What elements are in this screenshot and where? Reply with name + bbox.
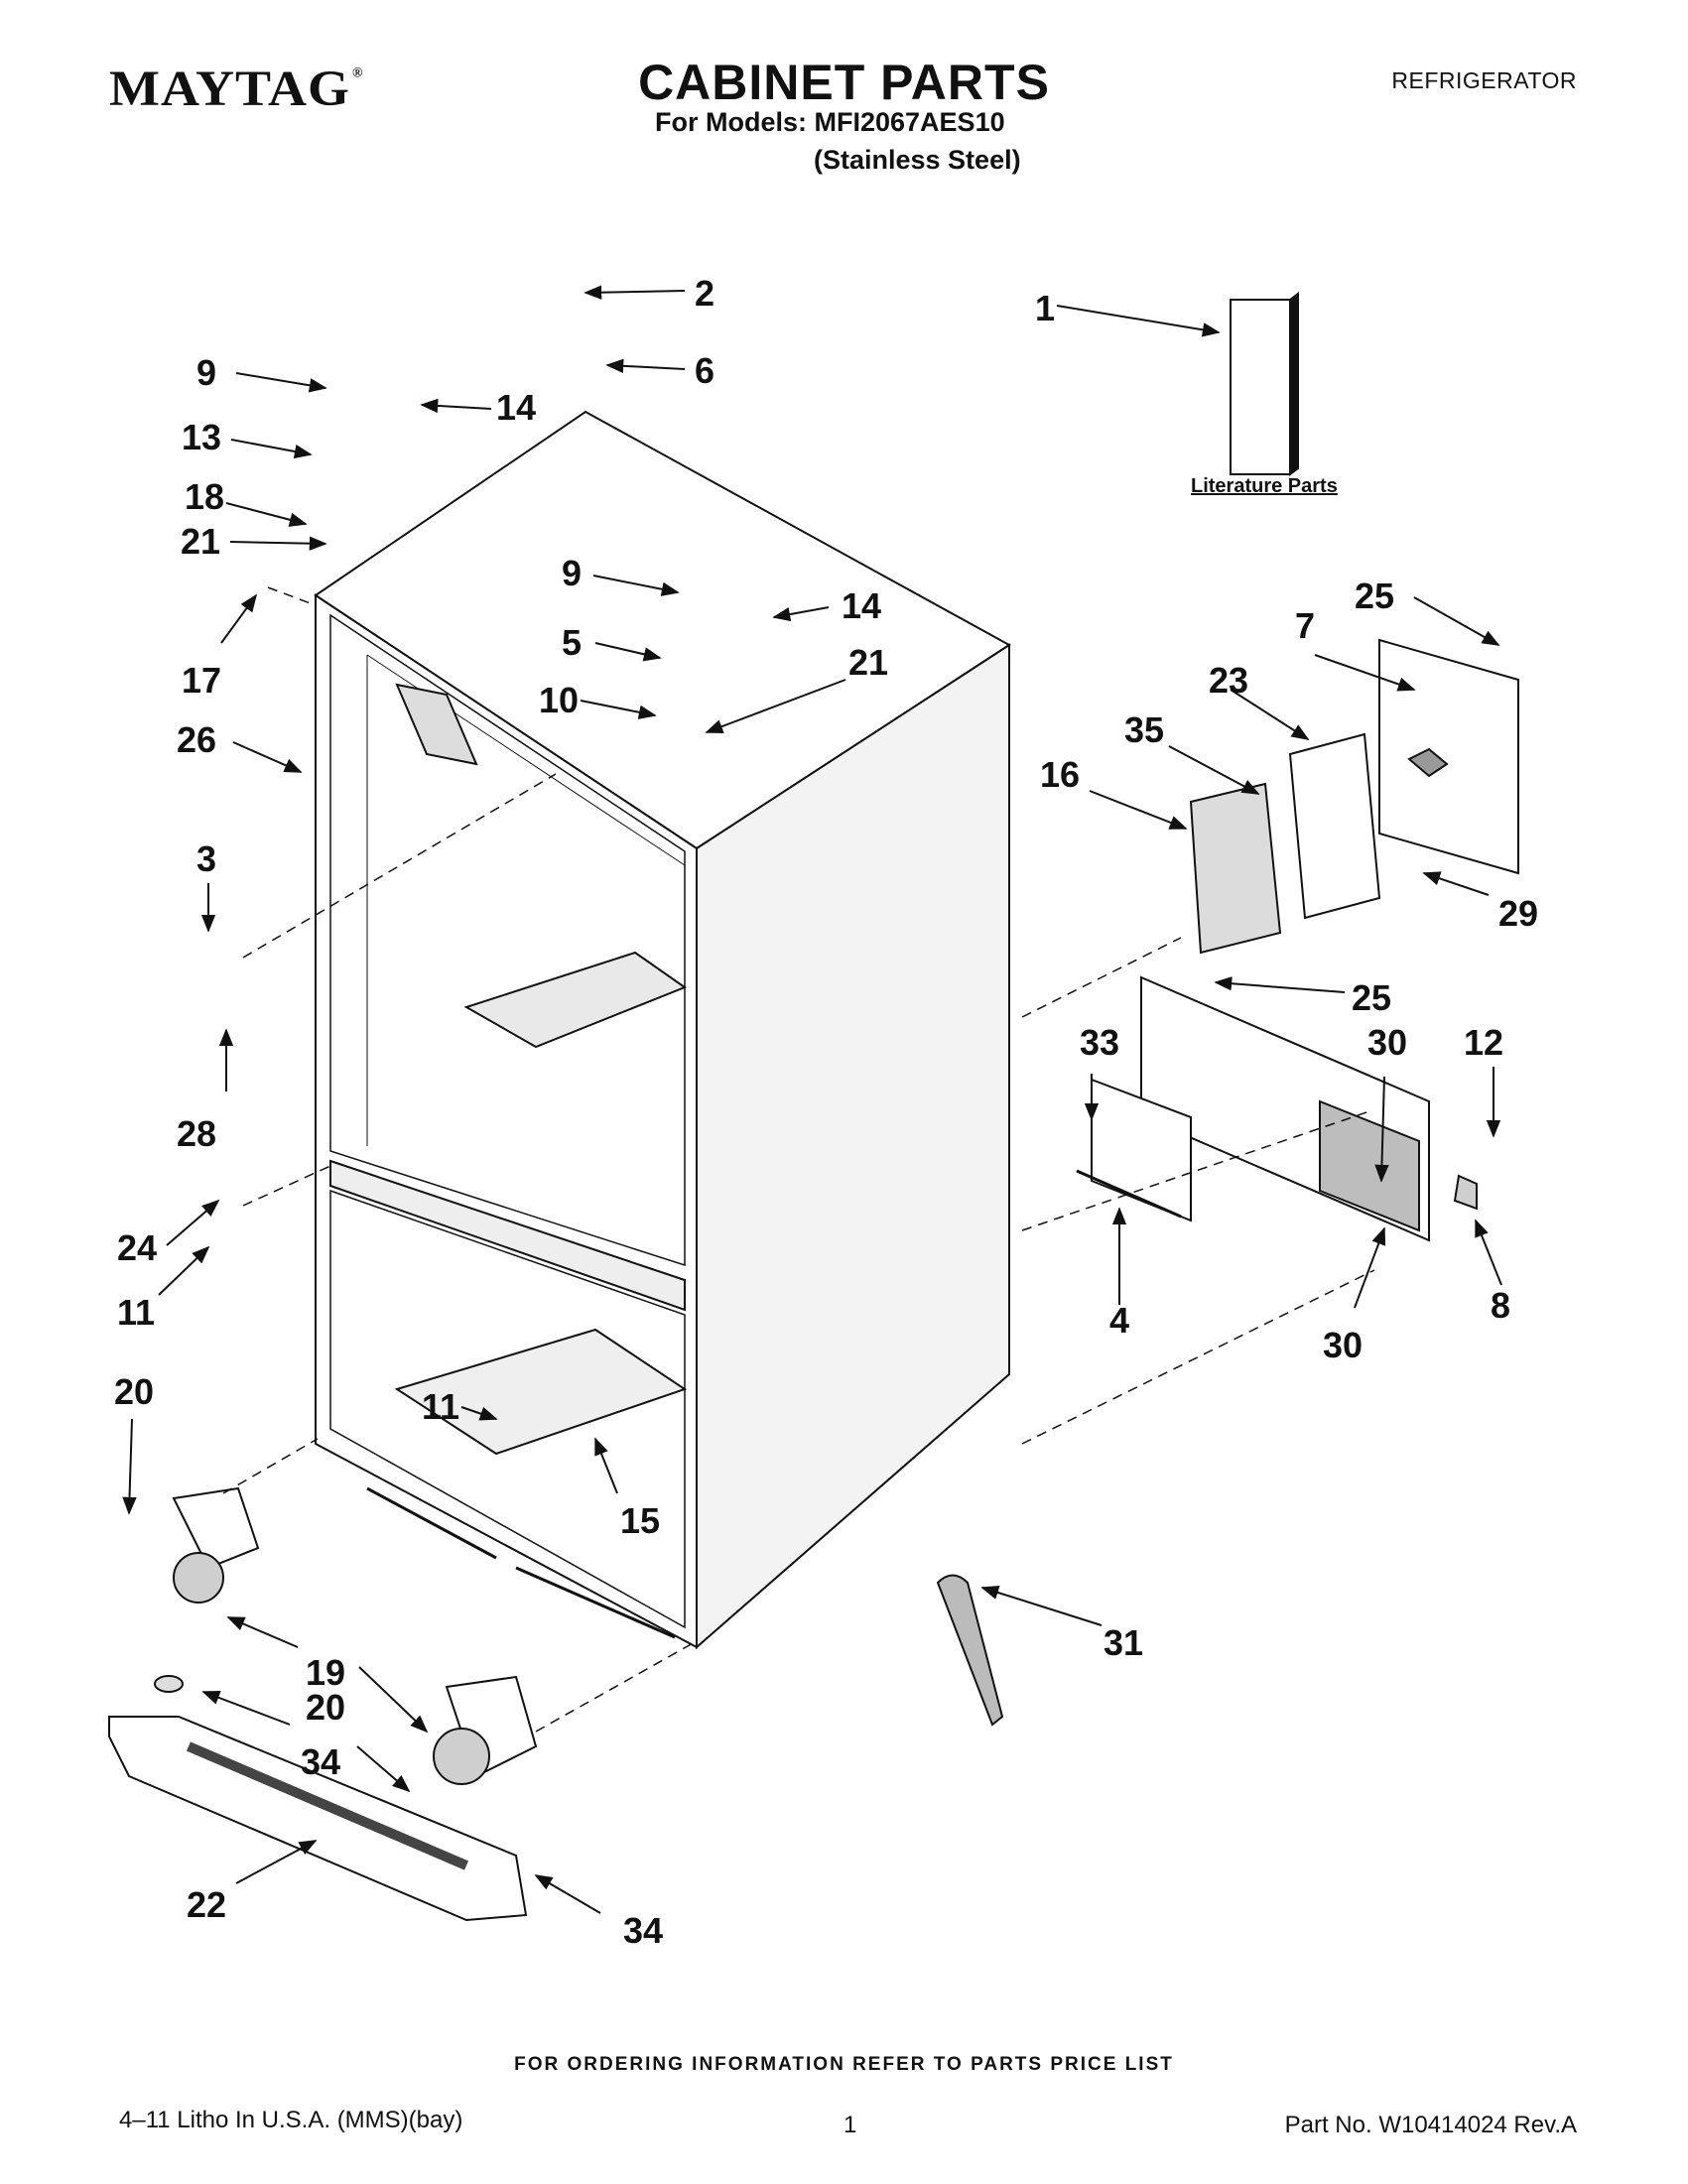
callout-19: 19 [306,1652,345,1693]
callout-4: 4 [1109,1300,1129,1341]
callout-7: 7 [1295,605,1315,646]
appliance-type: REFRIGERATOR [1391,67,1577,93]
dashed-assembly-leaders [222,586,1375,1733]
callout-28: 28 [177,1113,216,1154]
page-title: CABINET PARTS [638,55,1050,110]
callout-34: 34 [301,1741,340,1782]
callout-34b: 34 [623,1910,663,1951]
brand-logo: MAYTAG® [109,60,364,118]
callout-6: 6 [695,350,714,391]
callout-3: 3 [196,838,216,879]
base-grille-panel [1076,975,1478,1242]
callout-18: 18 [185,476,224,517]
models-finish: (Stainless Steel) [814,145,1021,175]
literature-parts-label: Literature Parts [1191,475,1338,497]
callout-16: 16 [1040,754,1080,795]
callout-24: 24 [117,1227,157,1268]
page-number: 1 [844,2112,857,2138]
callout-20: 20 [306,1687,345,1728]
callout-10: 10 [539,680,579,720]
callout-leader-lines [122,285,1502,1914]
callout-20b: 20 [114,1371,154,1412]
part-number: Part No. W10414024 Rev.A [1284,2112,1577,2138]
callout-numbers: 1 2 3 4 5 6 7 8 9 9 10 11 11 12 13 14 14… [114,273,1538,1951]
callout-9b: 9 [562,553,582,593]
callout-21: 21 [181,521,220,562]
callout-26: 26 [177,719,216,760]
callout-13: 13 [182,417,221,457]
brand-mark: ® [352,66,364,81]
callout-30b: 30 [1323,1325,1363,1365]
callout-33: 33 [1080,1022,1119,1063]
callout-5: 5 [562,622,582,663]
callout-14: 14 [496,387,536,428]
callout-12: 12 [1464,1022,1503,1063]
cabinet [314,410,1011,1650]
callout-30: 30 [1367,1022,1407,1063]
callout-8: 8 [1491,1285,1510,1326]
callout-35: 35 [1124,709,1164,750]
callout-25: 25 [1355,576,1394,616]
brand-name: MAYTAG [109,60,351,117]
control-panel-assembly [1189,638,1519,955]
literature-parts-booklet [1230,292,1299,476]
callout-25b: 25 [1352,977,1391,1018]
callout-23: 23 [1209,660,1248,701]
callout-11: 11 [117,1292,155,1333]
litho-code: 4–11 Litho In U.S.A. (MMS)(bay) [119,2107,463,2133]
ordering-note: FOR ORDERING INFORMATION REFER TO PARTS … [514,2054,1174,2075]
callout-2: 2 [695,273,714,314]
callout-15: 15 [620,1500,660,1541]
base-hardware [108,1486,1004,1922]
callout-29: 29 [1498,893,1538,934]
callout-21b: 21 [848,642,888,683]
callout-14b: 14 [842,585,881,626]
callout-17: 17 [182,660,221,701]
callout-1: 1 [1035,288,1055,328]
callout-22: 22 [187,1884,226,1925]
callout-31: 31 [1104,1622,1143,1663]
models-line: For Models: MFI2067AES10 [655,107,1005,137]
callout-9: 9 [196,352,216,393]
callout-11b: 11 [422,1386,459,1427]
